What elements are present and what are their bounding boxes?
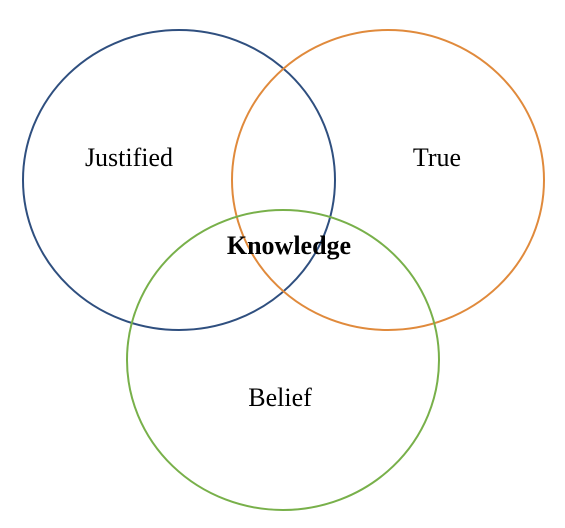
circle-belief <box>126 209 440 511</box>
label-knowledge: Knowledge <box>227 231 351 260</box>
circle-true <box>231 29 545 331</box>
label-true: True <box>413 143 461 172</box>
circle-justified <box>22 29 336 331</box>
label-belief: Belief <box>248 383 312 412</box>
label-justified: Justified <box>85 143 173 172</box>
